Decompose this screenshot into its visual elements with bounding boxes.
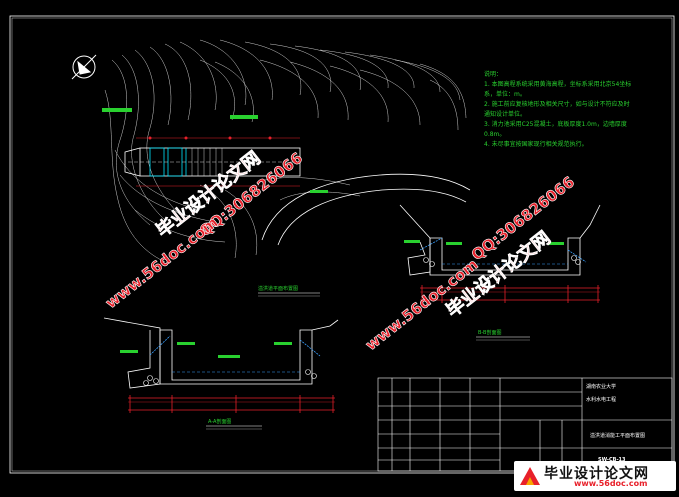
- note-line: 4. 未尽事宜按国家现行相关规范执行。: [484, 141, 588, 148]
- section-aa-title: A-A剖面图: [208, 419, 232, 425]
- title-block-drawing-title: 溢洪道消能工平面布置图: [590, 433, 646, 439]
- section-a-a: [103, 317, 339, 430]
- notes-block: 说明： 1. 本图高程系统采用黄海高程，坐标系采用北京54坐标系，单位：m。 2…: [484, 70, 634, 150]
- note-line: 3. 消力池采用C25混凝土，底板厚度1.0m，边墙厚度0.8m。: [484, 121, 627, 138]
- spillway-plan: [102, 108, 328, 193]
- section-bb-title: B-B剖面图: [478, 330, 502, 336]
- logo-mark-icon: [520, 467, 540, 485]
- title-block-project: 水利水电工程: [586, 397, 617, 403]
- title-block-drawing-no: SW-CB-13: [598, 457, 626, 463]
- road-curves: [261, 173, 471, 246]
- logo-text-url: www.56doc.com: [574, 479, 648, 488]
- north-arrow-icon: [71, 54, 97, 80]
- title-block: [377, 377, 673, 472]
- logo-text-cn: 毕业设计论文网: [544, 466, 649, 482]
- note-line: 2. 施工前应复核地形及相关尺寸，如与设计不符应及时通知设计单位。: [484, 101, 630, 118]
- title-block-school: 湖南农业大学: [586, 384, 617, 390]
- plan-label: [258, 292, 320, 297]
- section-b-b: [399, 204, 601, 341]
- note-line: 1. 本图高程系统采用黄海高程，坐标系采用北京54坐标系，单位：m。: [484, 81, 632, 98]
- plan-view-title: 溢洪道平面布置图: [258, 286, 299, 292]
- site-logo: 毕业设计论文网 www.56doc.com: [514, 461, 676, 491]
- outer-frame: [9, 15, 675, 474]
- notes-title: 说明：: [484, 71, 503, 78]
